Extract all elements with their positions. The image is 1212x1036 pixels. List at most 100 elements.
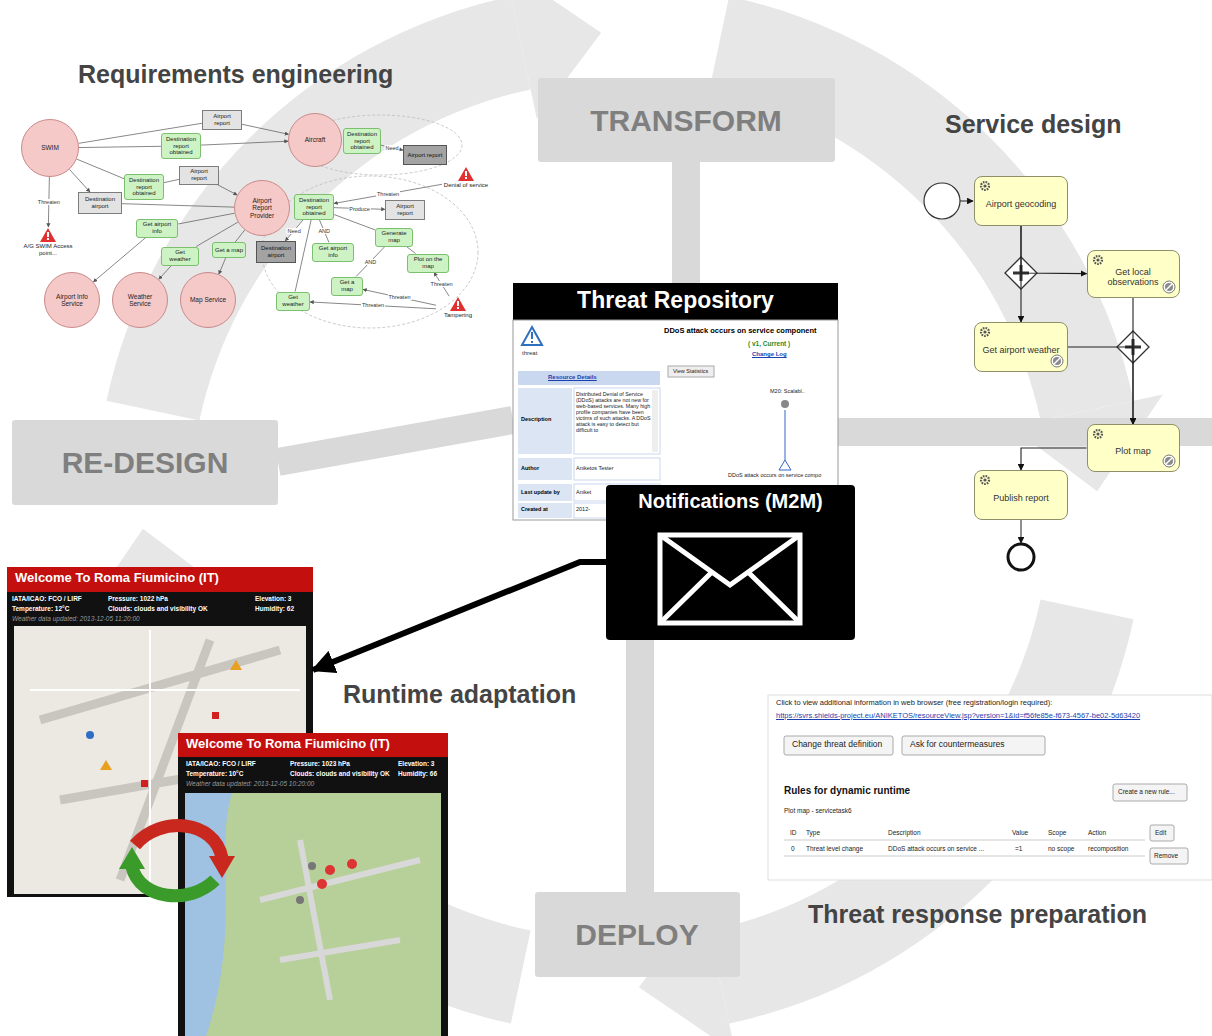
node-text: Destination airport	[259, 245, 293, 258]
app-screen-shape	[7, 567, 448, 1036]
threat-icon	[458, 167, 474, 181]
app-screen-shape	[317, 879, 327, 889]
goal-box: Plot on the map	[407, 254, 449, 273]
repository-field: View Statistics	[673, 368, 708, 374]
repository-panel-shape	[513, 283, 838, 520]
connector-line	[122, 204, 234, 207]
node-text: Generate map	[378, 230, 410, 243]
repository-field: Resource Details	[548, 374, 597, 381]
node-text: A/G SWIM Access point...	[23, 243, 73, 256]
section-title: Threat response preparation	[808, 900, 1147, 929]
goal-box: Get airport info	[136, 219, 178, 238]
panel-text: Action	[1088, 829, 1106, 836]
notification-shape	[606, 485, 855, 640]
panel-text: Edit	[1155, 829, 1166, 836]
node-text: TRANSFORM	[590, 104, 782, 137]
app-screen-shape	[308, 862, 316, 870]
connector-line	[1021, 448, 1087, 470]
bpmn-event	[1020, 520, 1021, 543]
threat-icon	[457, 307, 459, 309]
node-text: Welcome To Roma Fiumicino (IT)	[15, 571, 219, 585]
weather-field: Weather data updated: 2013-12-05 11:20:0…	[12, 615, 140, 622]
gear-icon	[979, 326, 991, 338]
edge-label: Threaten	[430, 281, 454, 287]
weather-field: Weather data updated: 2013-12-05 10:20:0…	[186, 780, 314, 787]
task-box: Get local observations	[1087, 250, 1180, 298]
repository-field: Aniket	[576, 489, 591, 495]
connector-line	[285, 220, 303, 241]
connector-line	[217, 185, 237, 196]
swap-arrows	[209, 856, 235, 878]
threat-response-panel	[1150, 848, 1188, 864]
node-text: Destination report obtained	[346, 131, 378, 151]
lifecycle-spoke	[278, 420, 513, 462]
actor-circle: Airport Report Provider	[234, 180, 290, 236]
repository-panel-shape	[652, 390, 658, 452]
panel-text: Change threat definition	[792, 740, 882, 750]
actor-circle: Airport Info Service	[44, 272, 100, 328]
panel-text: https://svrs.shields-project.eu/ANIKETOS…	[776, 712, 1140, 721]
goal-box: Destination report obtained	[343, 128, 381, 154]
panel-text: Description	[888, 829, 921, 836]
actor-circle: Weather Service	[112, 272, 168, 328]
edge-label: Need	[384, 145, 399, 151]
weather-field: Temperature: 12°C	[12, 605, 69, 612]
stop-icon	[1162, 280, 1176, 294]
notification-shape	[606, 485, 855, 640]
node-text: RE-DESIGN	[62, 446, 229, 479]
repository-panel-shape	[785, 410, 786, 460]
threat-icon	[465, 171, 467, 176]
node-text: SWIM	[41, 144, 59, 151]
weather-field: Pressure: 1022 hPa	[108, 595, 168, 602]
node-text: Get local observations	[1094, 268, 1173, 288]
repository-panel-shape	[513, 283, 838, 320]
threat-marker: A/G SWIM Access point...	[23, 227, 73, 259]
node-text: Threat Repository	[577, 288, 774, 313]
repository-panel-shape	[518, 371, 660, 385]
node-text: Get weather	[279, 294, 307, 307]
connector-line	[201, 141, 288, 145]
stop-icon	[1054, 358, 1060, 364]
connector-line	[79, 146, 161, 147]
weather-field: Temperature: 10°C	[186, 770, 243, 777]
notification-shape	[660, 535, 800, 623]
threat-icon	[39, 227, 57, 243]
app-screen-shape	[100, 760, 112, 770]
repository-panel-shape	[779, 460, 791, 470]
node-text: Denial of service	[444, 182, 488, 189]
panel-text: no scope	[1048, 845, 1074, 852]
node-text: Get airport info	[139, 221, 175, 234]
weather-field: Humidity: 66	[398, 770, 437, 777]
node-text: Airport report	[182, 168, 216, 181]
repository-panel: Threat Repository	[513, 283, 838, 520]
gear-icon	[1092, 428, 1104, 440]
gear-icon	[1094, 256, 1102, 264]
app-screen-shape	[325, 865, 335, 875]
gear-icon	[983, 478, 986, 481]
bpmn-event	[924, 183, 960, 219]
connector-line	[1021, 226, 1087, 274]
repository-field: DDoS attack occurs on service compo	[728, 472, 821, 478]
app-screen-shape	[178, 733, 448, 757]
edge-label: Threaten	[387, 294, 411, 300]
app-screen-shape	[7, 567, 313, 592]
repository-field: Distributed Denial of Service (DDoS) att…	[576, 391, 652, 434]
connector-line	[334, 215, 375, 230]
panel-text: Type	[806, 829, 820, 836]
goal-box: Destination report obtained	[124, 174, 164, 200]
panel-text: Rules for dynamic runtime	[784, 785, 910, 797]
repository-panel-shape	[513, 320, 838, 520]
actor-circle: Map Service	[180, 272, 236, 328]
node-text: Airport report	[388, 203, 422, 216]
repository-panel-shape	[531, 341, 533, 343]
node-text: Airport geocoding	[986, 200, 1057, 210]
weather-field: IATA/ICAO: FCO / LIRF	[12, 595, 82, 602]
node-text: Tampering	[444, 312, 472, 319]
connector-line	[159, 266, 172, 280]
swap-arrows	[119, 826, 235, 896]
repository-field: Last update by	[521, 489, 560, 495]
goal-box: Get a map	[331, 277, 363, 296]
threat-response-panel	[1113, 784, 1187, 801]
goal-box: Get airport info	[312, 243, 354, 262]
